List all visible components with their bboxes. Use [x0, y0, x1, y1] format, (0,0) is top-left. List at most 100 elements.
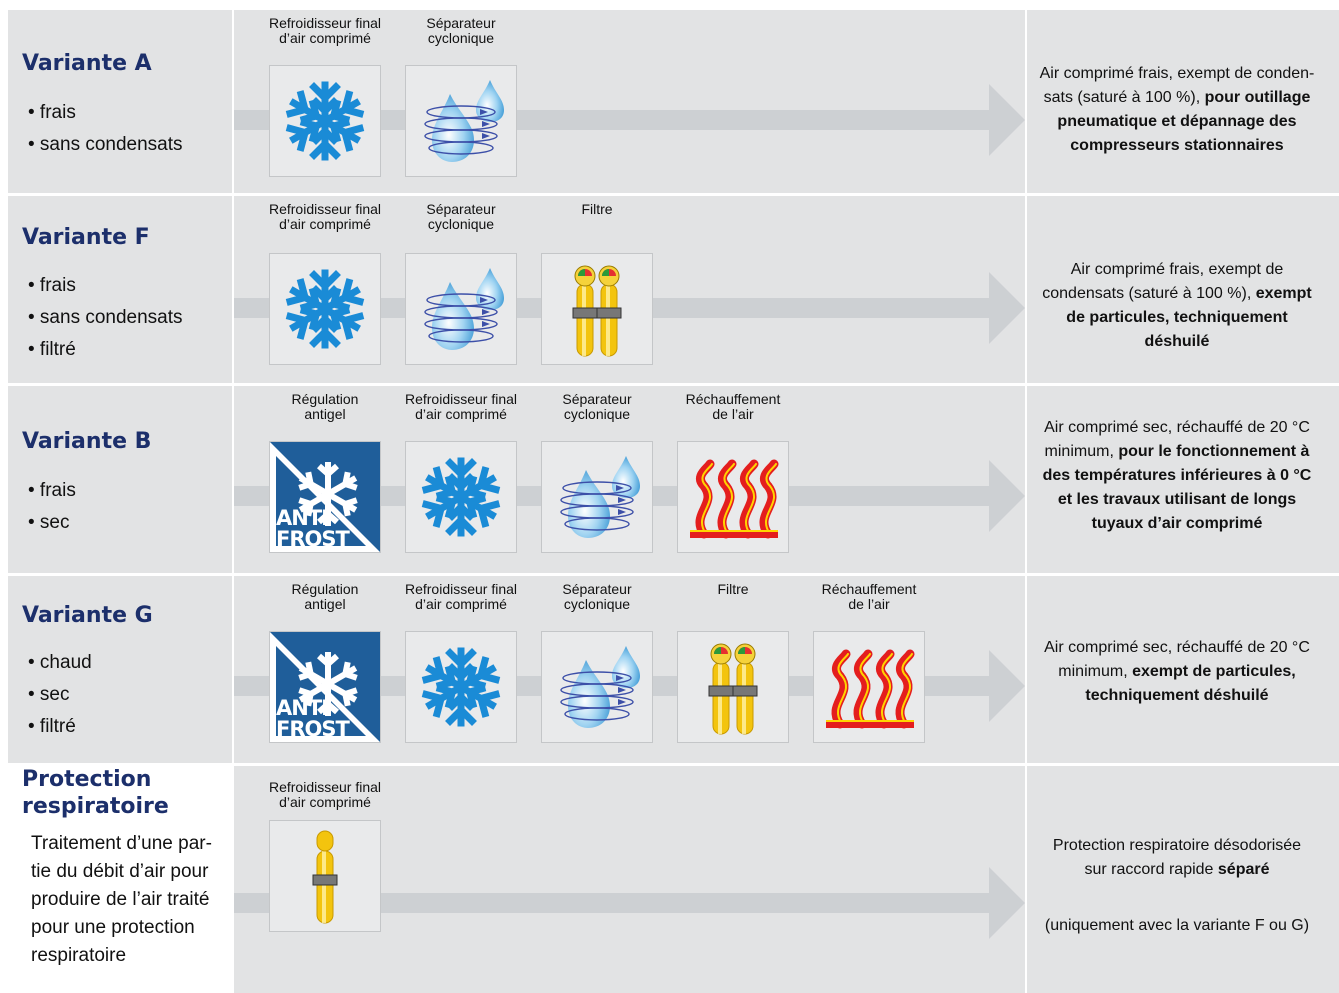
cooler-component [405, 631, 517, 743]
result-line: condensats (saturé à 100 %), exempt [1027, 282, 1327, 306]
heater-component [813, 631, 925, 743]
filter-icon [312, 830, 338, 924]
result-line: sur raccord rapide séparé [1027, 858, 1327, 882]
result-text: Air comprimé sec, réchauffé de 20 °C [1044, 419, 1310, 436]
result-line: Air comprimé frais, exempt de [1027, 258, 1327, 282]
filter-component [541, 253, 653, 365]
flow-arrow [234, 84, 1025, 156]
variant-result: Air comprimé frais, exempt de conden-sat… [1027, 62, 1327, 158]
variant-title: Variante A [22, 51, 152, 76]
variant-bullets: • frais• sans condensats• filtré [28, 270, 183, 366]
variant-row: Variante A • frais • sans condensats Refroi… [0, 10, 1339, 193]
bullet-item: • frais [28, 275, 76, 296]
result-emphasis: techniquement déshuilé [1085, 687, 1269, 704]
component-label-line: Régulation [291, 581, 359, 597]
component-label-line: Séparateur [562, 581, 632, 597]
bullet-item: • chaud [28, 652, 92, 673]
snowflake-icon [421, 457, 501, 537]
filter-component [677, 631, 789, 743]
result-line: déshuilé [1027, 330, 1327, 354]
protection-note: (uniquement avec la variante F ou G) [1044, 917, 1310, 934]
variant-cell [8, 196, 232, 383]
cooler-component [405, 441, 517, 553]
variant-title: Variante F [22, 225, 150, 250]
result-emphasis: exempt de particules, [1132, 663, 1296, 680]
component-label-line: Réchauffement [685, 391, 781, 407]
result-text: minimum, [1058, 663, 1133, 680]
heater-component [677, 441, 789, 553]
cyclone-droplet-icon [424, 80, 504, 162]
cyclone-component [405, 253, 517, 365]
cyclone-droplet-icon [424, 268, 504, 350]
result-emphasis: de particules, techniquement [1066, 309, 1288, 326]
variant-cell [8, 576, 232, 763]
result-text: Protection respiratoire désodorisée [1052, 837, 1302, 854]
component-label-line: d’air comprimé [279, 794, 371, 810]
component-label-line: cyclonique [427, 216, 495, 232]
variant-cell [8, 10, 232, 193]
result-text: condensats (saturé à 100 %), [1042, 285, 1256, 302]
component-label-line: Séparateur [562, 391, 632, 407]
result-emphasis: pneumatique et dépannage des [1057, 113, 1297, 130]
component-label-line: cyclonique [427, 30, 495, 46]
result-line: de particules, techniquement [1027, 306, 1327, 330]
result-emphasis: et les travaux utilisant de longs [1057, 491, 1297, 508]
component-label-line: Refroidisseur final [404, 581, 518, 597]
title-line: Protection [22, 767, 152, 792]
bullet-item: • sec [28, 684, 70, 705]
antifrost-word: ANTI [276, 506, 329, 530]
bullet-item: • filtré [28, 716, 76, 737]
result-line: des températures inférieures à 0 °C [1027, 464, 1327, 488]
flame-icon [826, 649, 915, 729]
description-line: pour une protection [31, 917, 195, 938]
variant-result: Air comprimé sec, réchauffé de 20 °C mini… [1027, 636, 1327, 708]
description-line: Traitement d’une par- [31, 833, 212, 854]
result-text: Air comprimé sec, réchauffé de 20 °C [1044, 639, 1310, 656]
filter-icon [572, 265, 622, 357]
result-line: pneumatique et dépannage des [1027, 110, 1327, 134]
component-label-line: de l’air [712, 406, 754, 422]
filter-icon [708, 643, 758, 735]
bullet-item: • filtré [28, 339, 76, 360]
result-line: techniquement déshuilé [1027, 684, 1327, 708]
result-line: Air comprimé sec, réchauffé de 20 °C [1027, 636, 1327, 660]
result-emphasis: des températures inférieures à 0 °C [1042, 467, 1312, 484]
component-label-line: Refroidisseur final [404, 391, 518, 407]
component-label-line: cyclonique [563, 406, 631, 422]
single-filter-component [269, 820, 381, 932]
component-label-line: d’air comprimé [415, 596, 507, 612]
variant-cell [8, 386, 232, 573]
component-label-line: Refroidisseur final [268, 15, 382, 31]
component-label: Filtre [522, 202, 672, 217]
variant-title: Variante G [22, 603, 153, 628]
component-label-line: Régulation [291, 391, 359, 407]
result-line: sats (saturé à 100 %), pour outillage [1027, 86, 1327, 110]
snowflake-icon [285, 81, 365, 161]
result-text: minimum, [1044, 443, 1119, 460]
component-label-line: d’air comprimé [415, 406, 507, 422]
result-cell [1027, 386, 1339, 573]
antifrost-word: FROST [276, 717, 350, 741]
result-line: tuyaux d’air comprimé [1027, 512, 1327, 536]
title-line: respiratoire [22, 794, 169, 819]
component-label-line: Refroidisseur final [268, 201, 382, 217]
description-line: produire de l’air traité [31, 889, 210, 910]
result-cell [1027, 10, 1339, 193]
antifrost-word: ANTI [276, 696, 329, 720]
result-line: minimum, pour le fonctionnement à [1027, 440, 1327, 464]
result-cell [1027, 576, 1339, 763]
bullet-item: • sans condensats [28, 134, 183, 155]
bullet-item: • frais [28, 102, 76, 123]
